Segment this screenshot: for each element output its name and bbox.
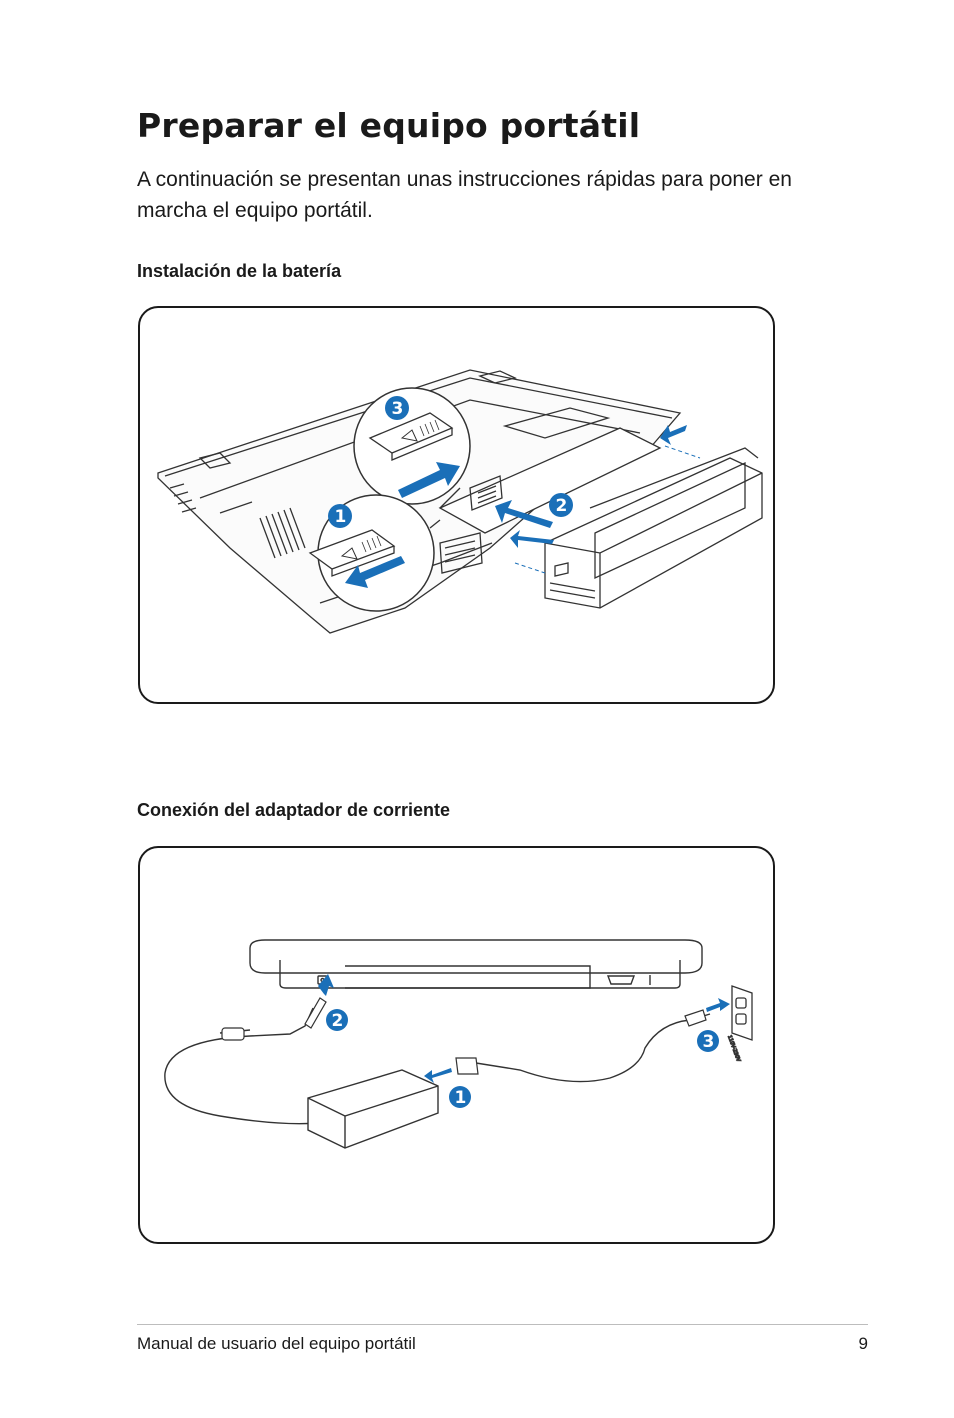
step-badge-3 (697, 1030, 719, 1052)
step-badge-1 (328, 504, 352, 528)
laptop-rear-view (249, 939, 703, 989)
step-3-label: 3 (703, 1032, 715, 1052)
step-3-label: 3 (392, 399, 404, 419)
insert-arrows (495, 425, 687, 548)
step-badge-2 (549, 493, 573, 517)
footer-divider (137, 1324, 868, 1325)
page-title: Preparar el equipo portátil (137, 106, 641, 145)
footer-manual-title: Manual de usuario del equipo portátil (137, 1334, 416, 1353)
plugs (221, 997, 707, 1075)
battery-installation-figure: 3 1 2 (138, 306, 775, 704)
adapter-section-heading: Conexión del adaptador de corriente (137, 800, 451, 820)
connect-arrows (318, 974, 730, 1083)
unlock-magnifier: 1 (308, 494, 441, 612)
battery-pack (544, 447, 763, 609)
power-adapter-figure: 110V-230V 2 1 (138, 846, 775, 1244)
lock-magnifier: 3 (353, 387, 471, 509)
wall-outlet: 110V-230V (725, 985, 753, 1064)
step-badge-3 (385, 396, 409, 420)
intro-paragraph: A continuación se presentan unas instruc… (137, 168, 792, 222)
battery-illustration: 3 1 2 (157, 369, 763, 634)
ac-adapter-brick (307, 1069, 439, 1149)
step-1-label: 1 (335, 507, 347, 527)
page-number: 9 (858, 1334, 868, 1353)
step-badge-1 (449, 1086, 471, 1108)
step-2-label: 2 (556, 496, 568, 516)
step-badge-2 (326, 1009, 348, 1031)
outlet-voltage-label: 110V-230V (726, 1035, 741, 1063)
battery-section-heading: Instalación de la batería (137, 261, 342, 281)
step-1-label: 1 (455, 1088, 467, 1108)
power-adapter-illustration: 110V-230V 2 1 (164, 939, 753, 1149)
alignment-guides (514, 445, 701, 574)
step-2-label: 2 (332, 1011, 344, 1031)
